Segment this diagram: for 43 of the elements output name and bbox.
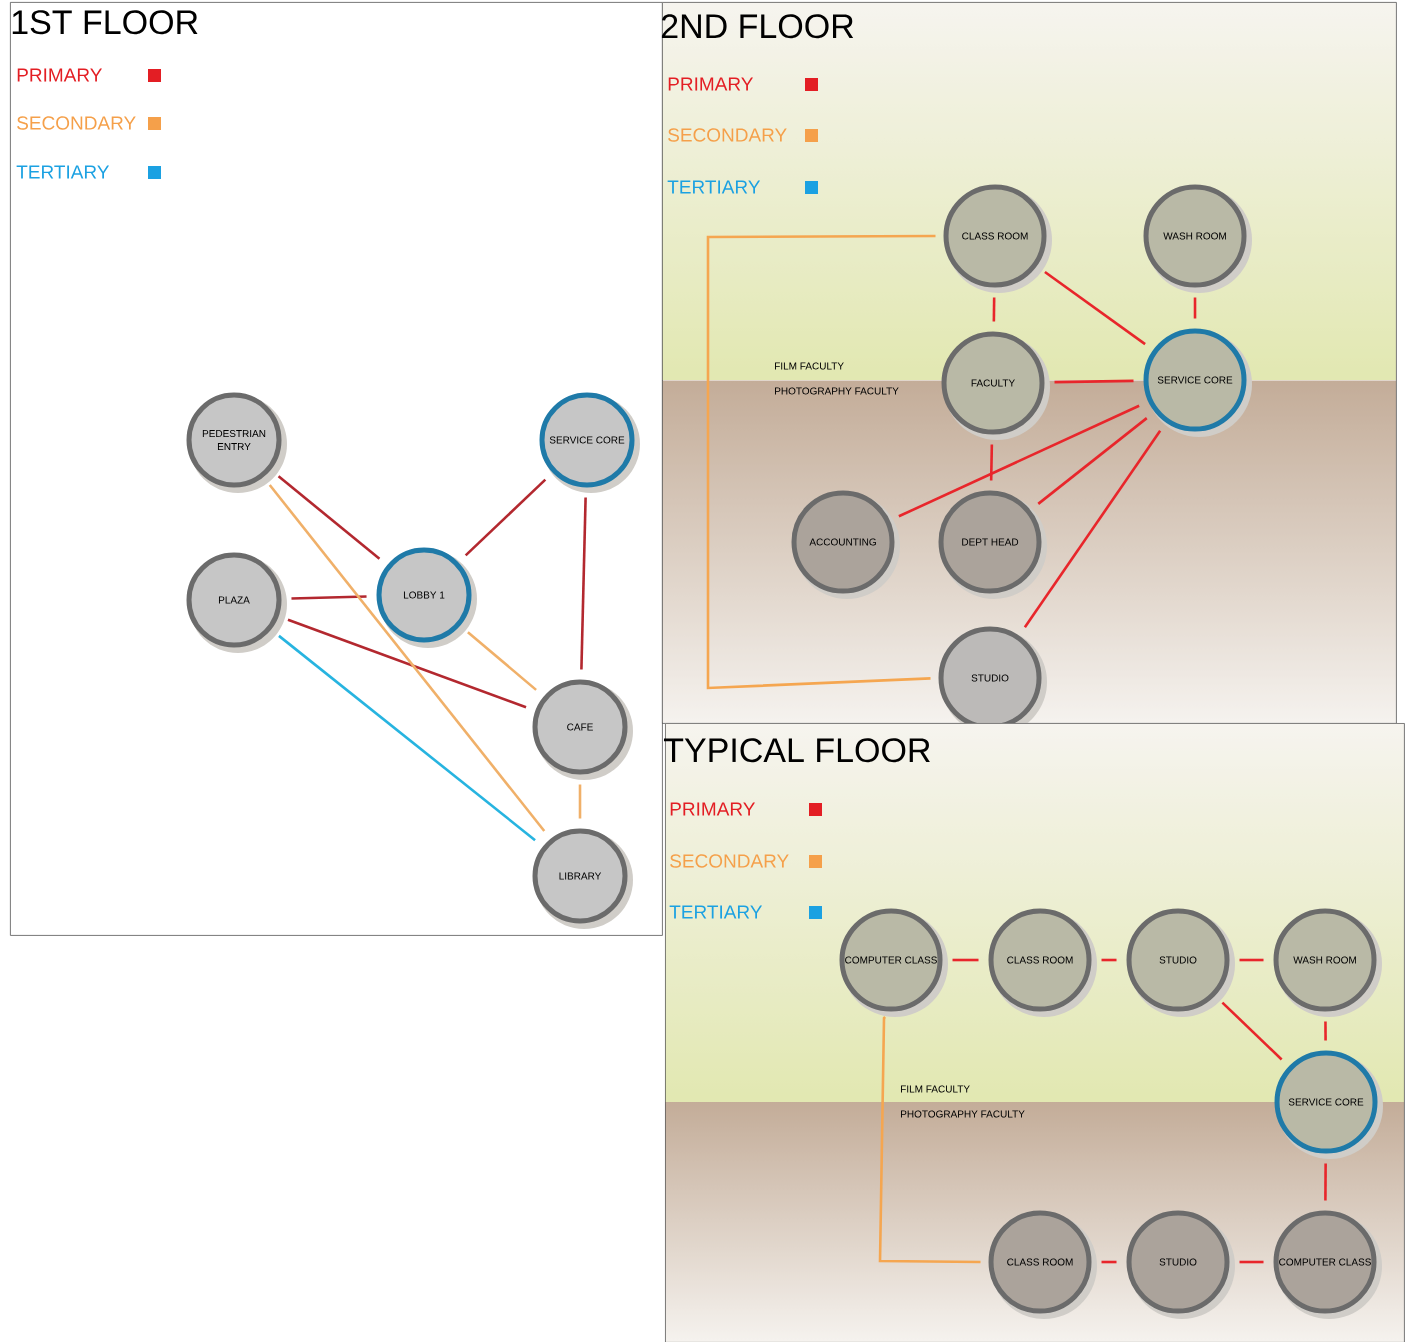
connector-line (1023, 429, 1162, 629)
faculty-label: PHOTOGRAPHY FACULTY (901, 1110, 1025, 1118)
faculty-label: PHOTOGRAPHY FACULTY (775, 387, 899, 395)
connector-line (952, 958, 979, 962)
connector-line (467, 631, 537, 691)
connector-line (706, 234, 936, 690)
floor-title: 2ND FLOOR (661, 14, 854, 39)
faculty-label: FILM FACULTY (775, 362, 844, 370)
legend-text: SECONDARY (17, 116, 136, 130)
legend-text: PRIMARY (668, 77, 753, 91)
connector-line (277, 475, 381, 560)
floor-title: 1ST FLOOR (12, 10, 198, 35)
legend-text: TERTIARY (16, 165, 110, 179)
connector-line (989, 444, 994, 481)
connector-line (464, 478, 547, 557)
connector-line (291, 595, 367, 600)
connector-line (578, 784, 582, 819)
connector-line (1193, 297, 1197, 319)
connector-line (1101, 1260, 1117, 1264)
legend-text: SECONDARY (670, 854, 789, 868)
connector-line (278, 634, 536, 842)
legend-text: TERTIARY (667, 180, 761, 194)
connector-line (878, 1016, 981, 1264)
faculty-label: FILM FACULTY (901, 1085, 970, 1093)
connector-line (268, 484, 546, 832)
legend-text: TERTIARY (669, 905, 763, 919)
connector-line (1044, 270, 1146, 346)
floor-title: TYPICAL FLOOR (664, 738, 930, 763)
connector-line (898, 404, 1140, 518)
connector-line (1324, 1021, 1327, 1041)
connector-line (1324, 1163, 1327, 1201)
legend-text: SECONDARY (668, 128, 787, 142)
legend-text: PRIMARY (17, 68, 102, 82)
connector-line (1239, 958, 1264, 962)
connector-line (580, 497, 587, 670)
connector-line (992, 297, 996, 322)
connector-line (1221, 1001, 1283, 1061)
legend-text: PRIMARY (670, 802, 755, 816)
connector-line (1054, 379, 1134, 384)
connector-line (287, 618, 527, 709)
connector-line (1101, 958, 1117, 962)
connector-line (1037, 417, 1148, 505)
connector-line (1239, 1260, 1264, 1264)
